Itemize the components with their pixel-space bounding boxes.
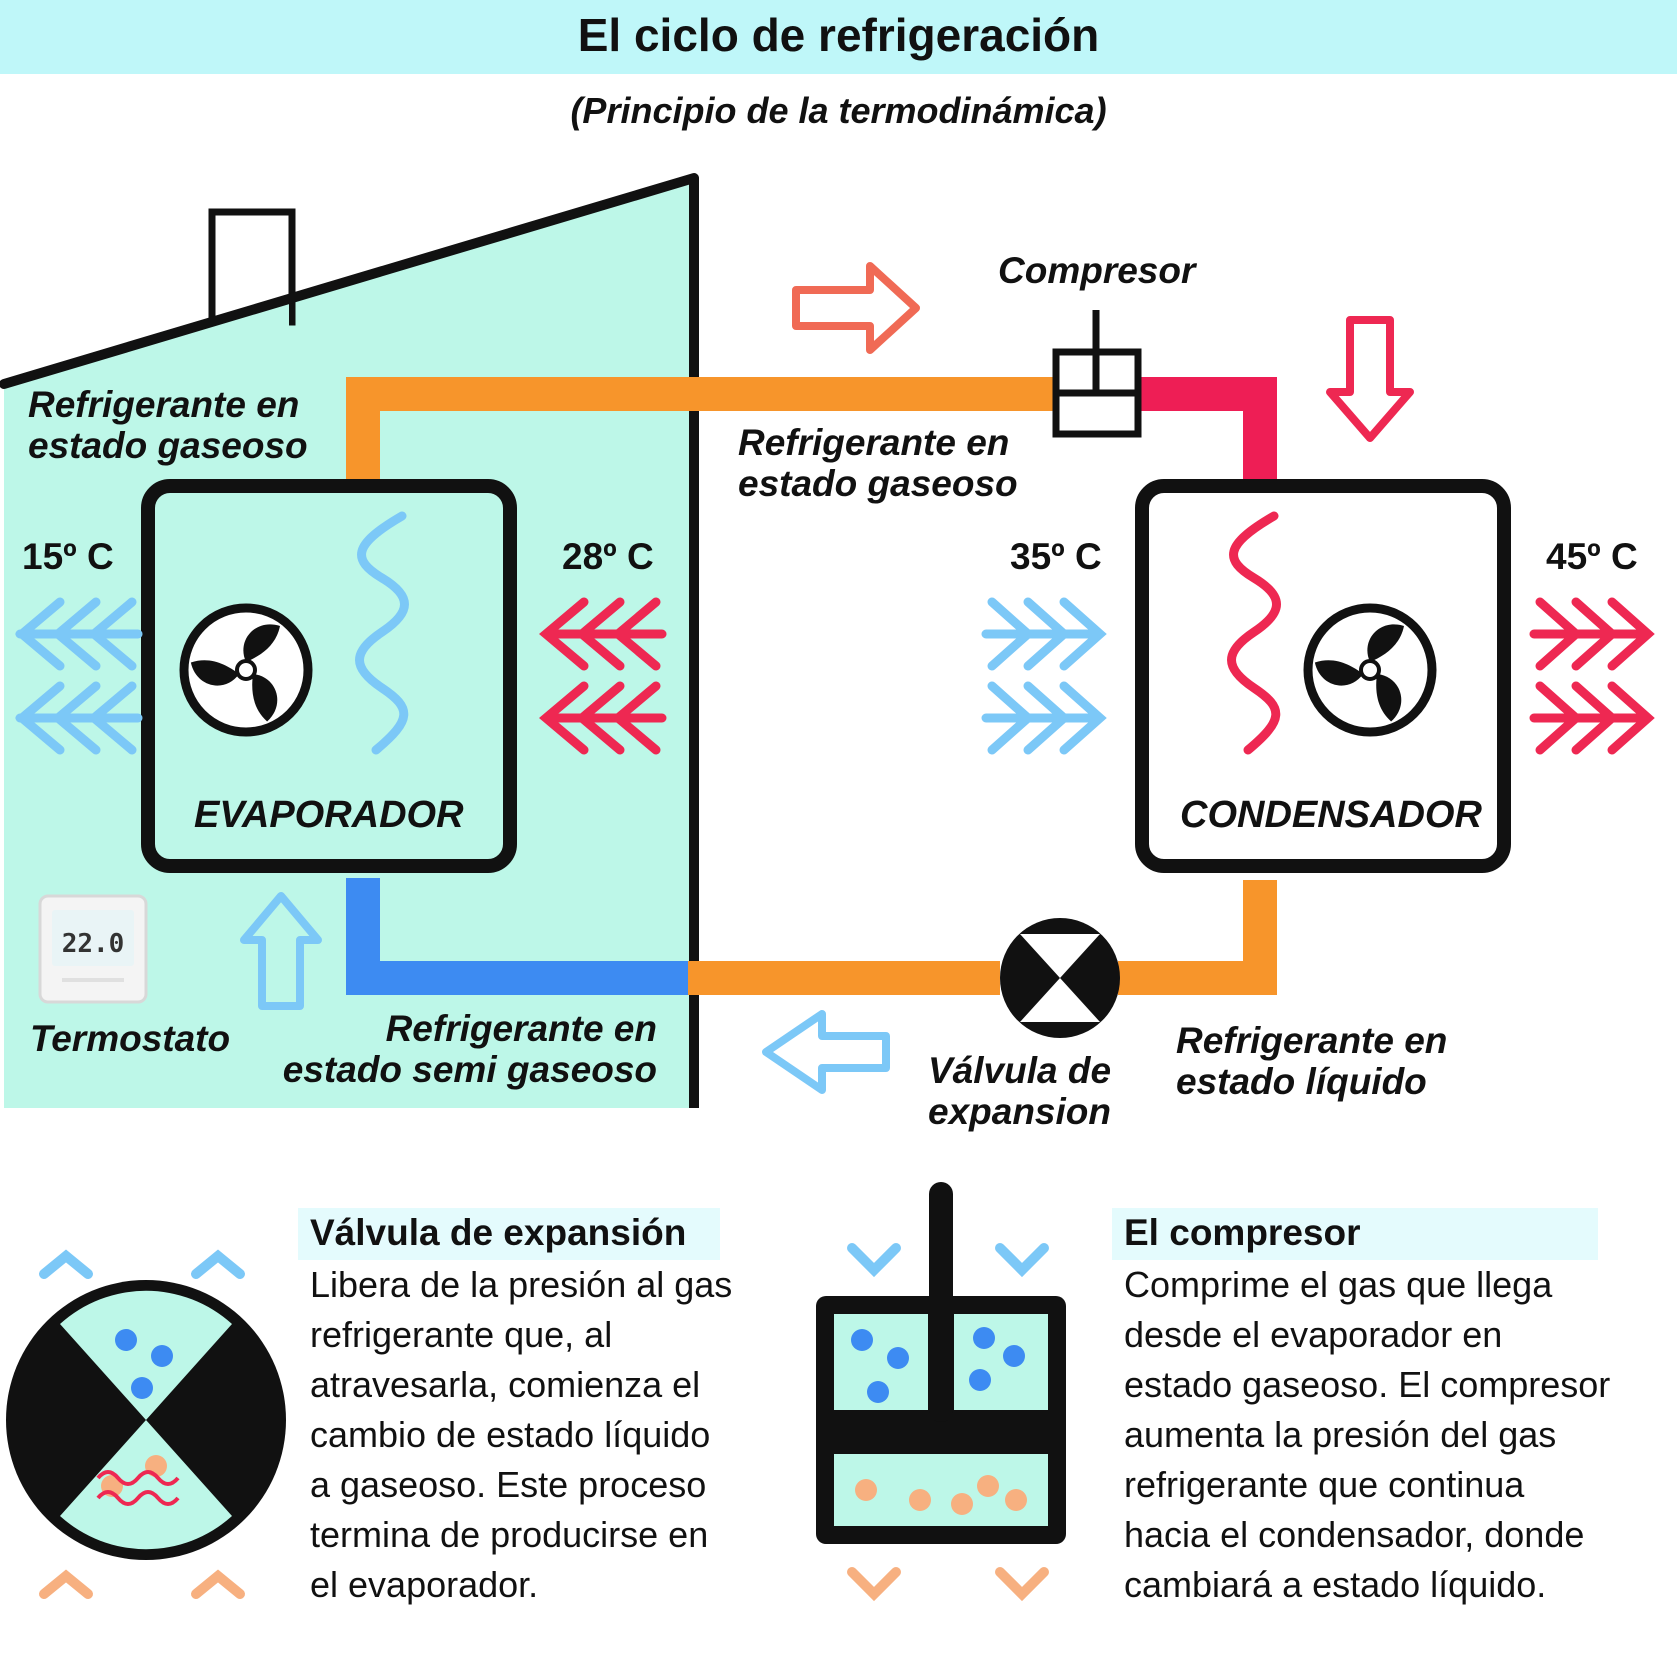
gas-left-label: Refrigerante en estado gaseoso: [28, 384, 308, 466]
gas-mid-label-line2: estado gaseoso: [738, 463, 1018, 504]
flow-arrow-right: [792, 262, 920, 354]
cold-air-out-arrows: [15, 597, 143, 755]
condenser-coil-icon: [1227, 511, 1281, 755]
valve-section-line: cambio de estado líquido: [310, 1414, 711, 1455]
gas-mid-label-line1: Refrigerante en: [738, 422, 1010, 463]
compressor-symbol: [1052, 310, 1142, 438]
evaporator-label: EVAPORADOR: [194, 794, 464, 836]
valve-section-body: Libera de la presión al gas refrigerante…: [310, 1260, 770, 1610]
temp-28-label: 28º C: [562, 536, 654, 577]
valve-label-line2: expansion: [928, 1091, 1111, 1132]
evaporator-unit: [141, 479, 517, 873]
compressor-section-line: refrigerante que continua: [1124, 1464, 1525, 1505]
pipe-semi-gas-inside: [346, 878, 688, 995]
pipe-hot-gas: [1138, 377, 1277, 480]
page-subtitle: (Principio de la termodinámica): [570, 90, 1107, 131]
compressor-section-line: estado gaseoso. El compresor: [1124, 1364, 1611, 1405]
valve-detail-illustration: [6, 1249, 286, 1599]
compressor-section-heading: El compresor: [1112, 1208, 1598, 1260]
pipe-liquid: [1118, 880, 1277, 995]
flow-arrow-up: [240, 892, 322, 1010]
liquid-label: Refrigerante en estado líquido: [1176, 1020, 1447, 1102]
gas-mid-label: Refrigerante en estado gaseoso: [738, 422, 1018, 504]
thermostat-label: Termostato: [30, 1018, 231, 1059]
liquid-label-line1: Refrigerante en: [1176, 1020, 1448, 1061]
valve-section-line: Libera de la presión al gas: [310, 1264, 733, 1305]
valve-section-line: a gaseoso. Este proceso: [310, 1464, 707, 1505]
condenser-label: CONDENSADOR: [1180, 794, 1482, 836]
house-roof: [0, 173, 699, 389]
compressor-section-line: Comprime el gas que llega: [1124, 1264, 1553, 1305]
flow-arrow-left: [762, 1010, 890, 1094]
pipe-gas-top: [346, 377, 1056, 480]
thermostat-device: 22.0: [38, 894, 148, 1004]
valve-section-line: el evaporador.: [310, 1564, 539, 1605]
expansion-valve-symbol: [1000, 918, 1120, 1038]
gas-left-label-line1: Refrigerante en: [28, 384, 300, 425]
gas-left-label-line2: estado gaseoso: [28, 425, 308, 466]
temp-35-label: 35º C: [1010, 536, 1102, 577]
compressor-section-line: hacia el condensador, donde: [1124, 1514, 1585, 1555]
valve-section-line: termina de producirse en: [310, 1514, 709, 1555]
evaporator-coil-icon: [355, 511, 409, 755]
cool-air-in-arrows: [981, 597, 1107, 755]
compressor-section-line: desde el evaporador en: [1124, 1314, 1503, 1355]
valve-section-line: refrigerante que, al: [310, 1314, 613, 1355]
compressor-section-line: aumenta la presión del gas: [1124, 1414, 1557, 1455]
semigas-label-line1: Refrigerante en: [385, 1008, 657, 1049]
valve-label: Válvula de expansion: [928, 1050, 1111, 1132]
condenser-fan-icon: [1303, 603, 1437, 737]
compressor-section-body: Comprime el gas que llega desde el evapo…: [1124, 1260, 1664, 1610]
page-title: El ciclo de refrigeración: [577, 9, 1100, 61]
hot-air-out-arrows: [1529, 597, 1655, 755]
liquid-label-line2: estado líquido: [1176, 1061, 1427, 1102]
temp-15-label: 15º C: [22, 536, 114, 577]
warm-air-in-arrows: [539, 597, 667, 755]
title-banner: [0, 0, 1677, 74]
semigas-label-line2: estado semi gaseoso: [282, 1049, 657, 1090]
compressor-label: Compresor: [998, 250, 1196, 291]
thermostat-display: 22.0: [62, 929, 125, 959]
semigas-label: Refrigerante en estado semi gaseoso: [283, 1008, 657, 1090]
compressor-detail-illustration: [816, 1182, 1066, 1602]
temp-45-label: 45º C: [1546, 536, 1638, 577]
valve-label-line1: Válvula de: [928, 1050, 1112, 1091]
compressor-section-line: cambiará a estado líquido.: [1124, 1564, 1547, 1605]
valve-section-line: atravesarla, comienza el: [310, 1364, 701, 1405]
evaporator-fan-icon: [179, 603, 313, 737]
valve-section-heading: Válvula de expansión: [298, 1208, 720, 1260]
flow-arrow-down: [1326, 316, 1414, 442]
